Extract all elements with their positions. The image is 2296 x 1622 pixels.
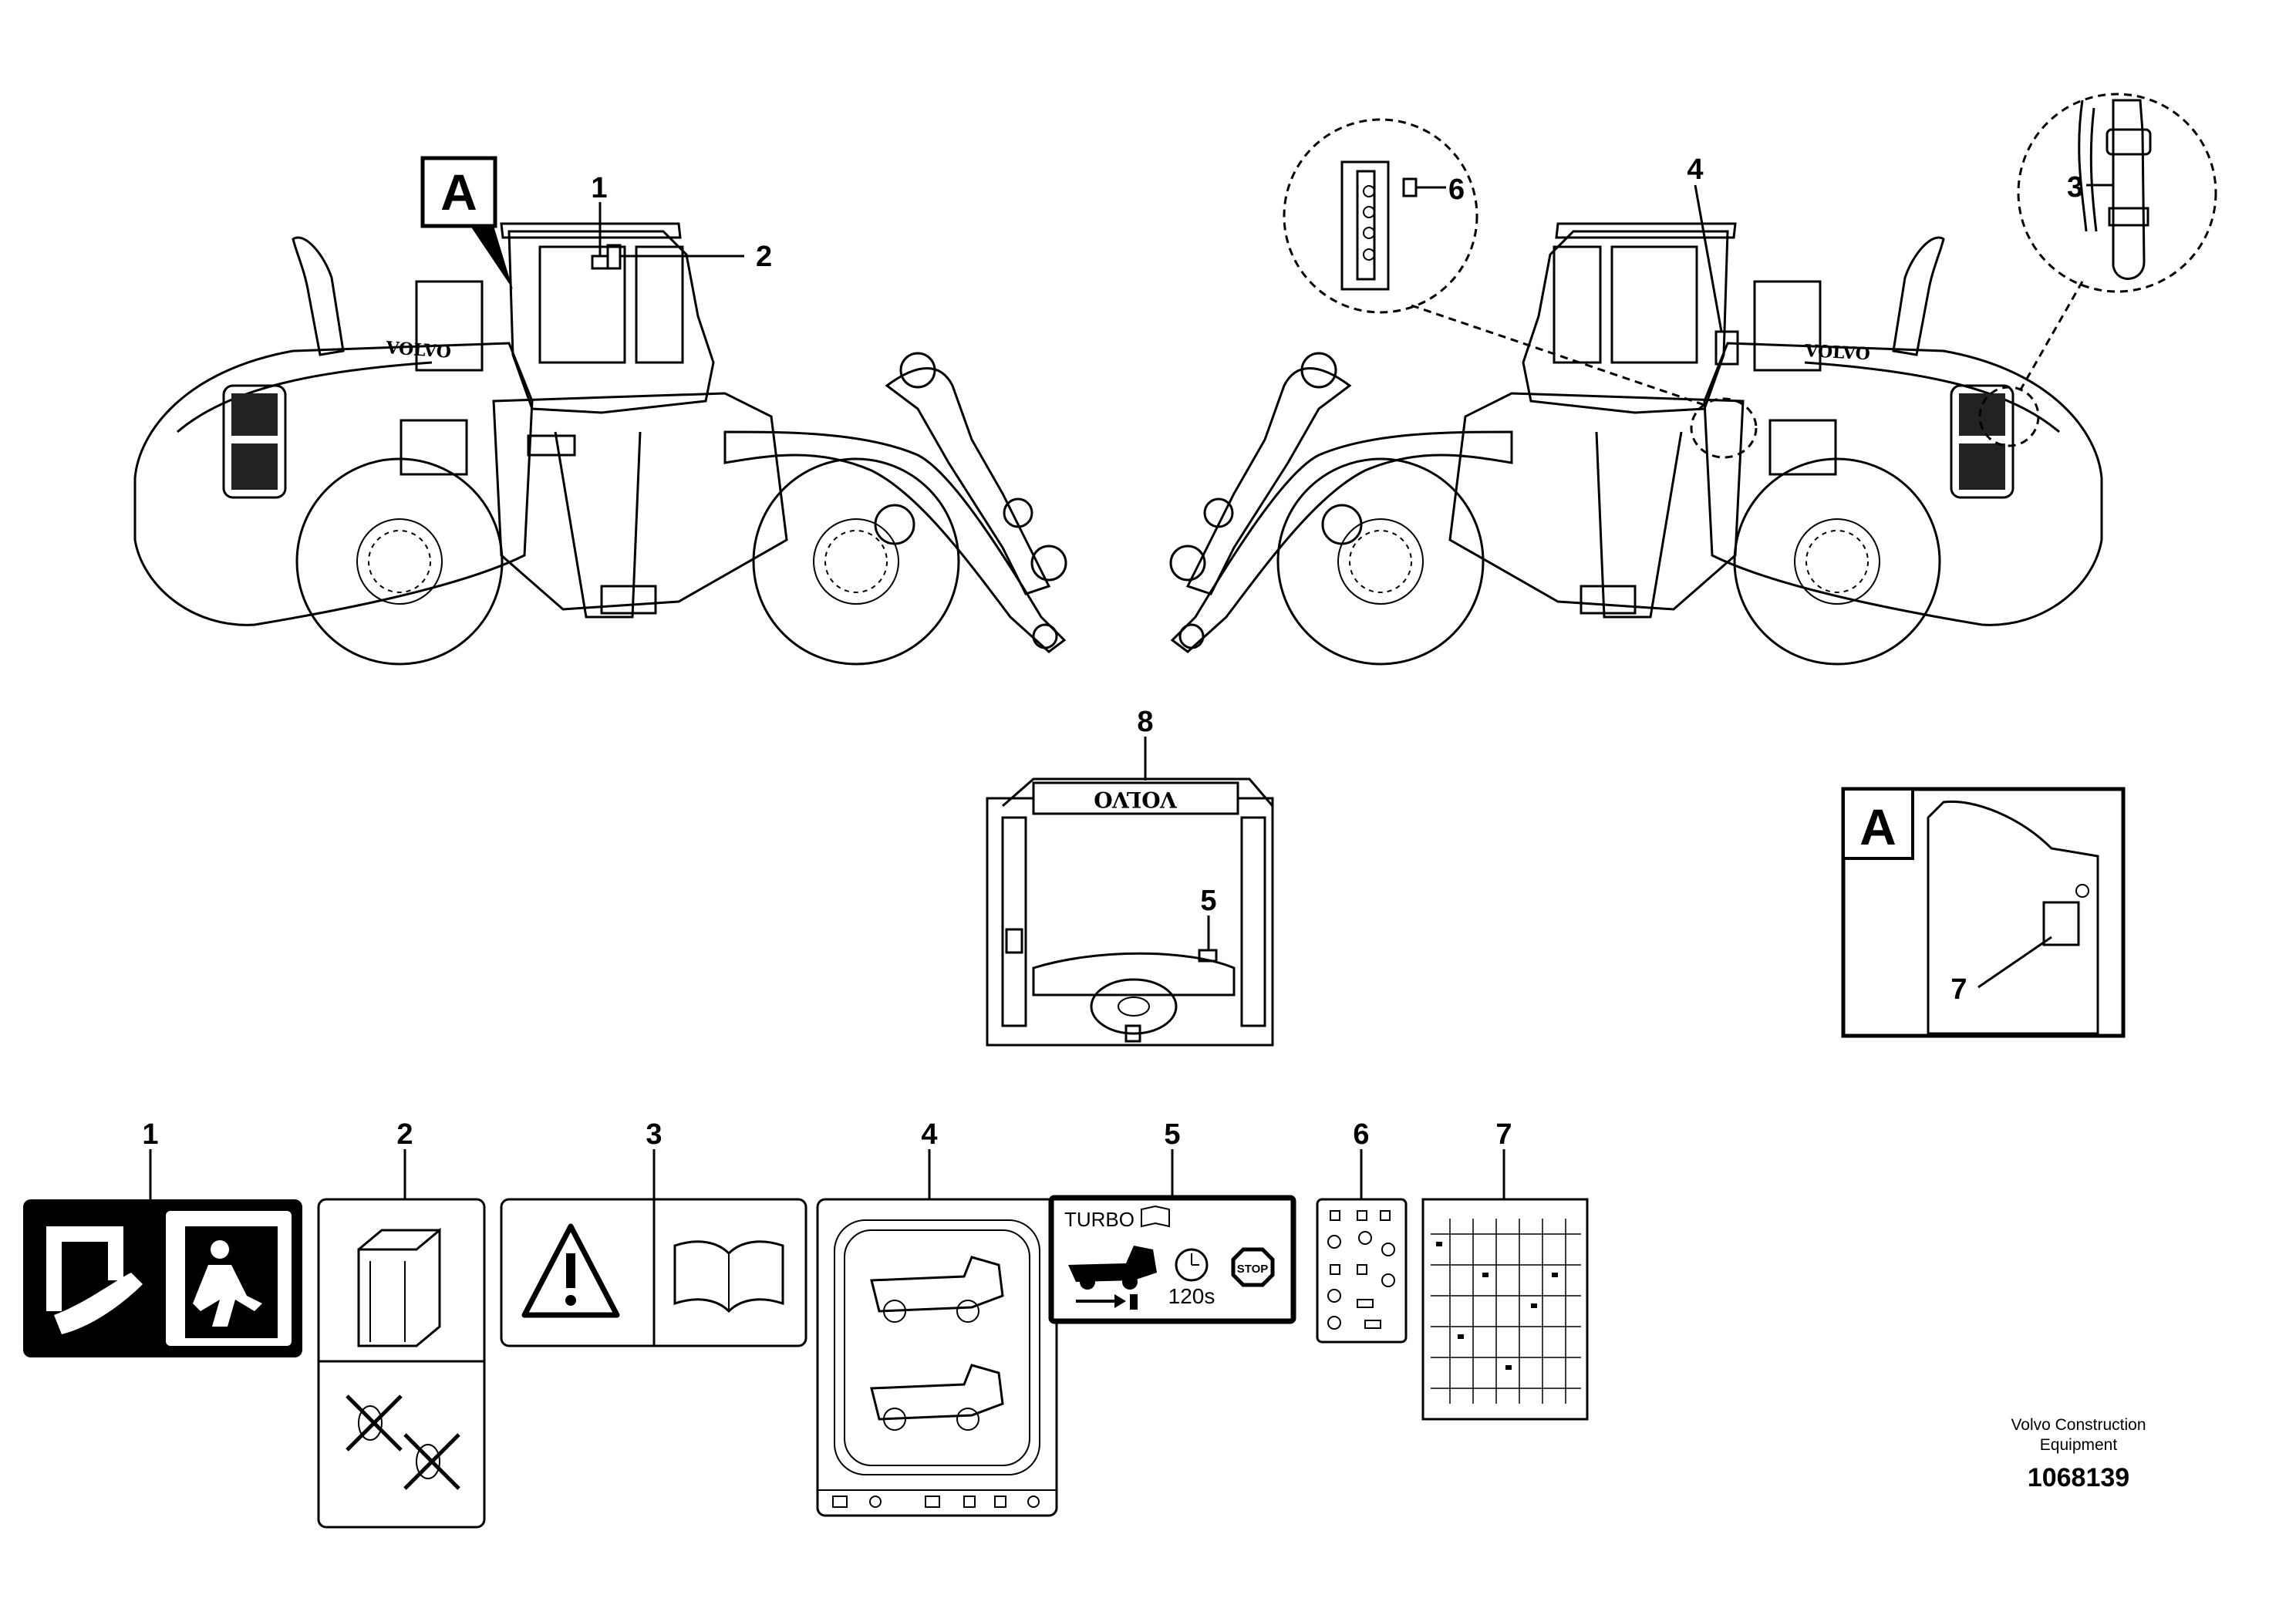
decal-4-number: 4 [921, 1118, 937, 1151]
detail-a-panel: A 7 [1841, 787, 2126, 1038]
callout-6-number: 6 [1448, 174, 1465, 206]
callout-1-left: 1 [591, 172, 608, 256]
callout-1-number: 1 [591, 172, 607, 204]
machine-brand-logo-left: VOLVO [385, 338, 452, 363]
decal-1-number: 1 [142, 1118, 158, 1151]
decal-4: 4 [816, 1118, 1058, 1517]
decal-2: 2 [317, 1118, 486, 1529]
wheel-loader-left-view: VOLVO [133, 222, 1067, 666]
detail-circle-3: 3 [2017, 93, 2217, 390]
callout-5-number: 5 [1200, 885, 1216, 917]
decal-6: 6 [1316, 1118, 1408, 1344]
callout-7-number: 7 [1950, 973, 1967, 1006]
callout-2-number: 2 [756, 241, 772, 273]
brand-line-1: Volvo Construction [2011, 1416, 2146, 1434]
decal-1: 1 [23, 1118, 302, 1357]
detail-a-panel-label: A [1859, 798, 1896, 855]
decal-3-number: 3 [646, 1118, 662, 1151]
decal-6-number: 6 [1353, 1118, 1369, 1151]
decal-7: 7 [1421, 1118, 1589, 1421]
callout-3-number: 3 [2067, 171, 2083, 204]
clock-icon [1175, 1248, 1209, 1282]
wait-time-label: 120s [1168, 1284, 1215, 1308]
brand-line-2: Equipment [2039, 1436, 2118, 1454]
turbo-label: TURBO [1064, 1208, 1135, 1231]
wheel-loader-right-view: VOLVO [1169, 222, 2103, 666]
callout-2-left: 2 [621, 241, 772, 273]
document-number: 1068139 [2027, 1463, 2130, 1492]
machine-brand-logo-right: VOLVO [1804, 341, 1871, 364]
decal-5-number: 5 [1164, 1118, 1180, 1151]
cab-interior-view: 8 VOLVO 5 [986, 706, 1274, 1047]
decal-2-number: 2 [396, 1118, 413, 1151]
stop-label: STOP [1237, 1263, 1269, 1276]
detail-a-marker-label: A [440, 164, 477, 221]
callout-4-right: 4 [1687, 153, 1723, 332]
decal-7-number: 7 [1495, 1118, 1512, 1151]
decal-3: 3 [500, 1118, 807, 1347]
footer: Volvo Construction Equipment 1068139 [1974, 1415, 2183, 1493]
detail-circle-6: 6 [1283, 118, 1705, 406]
stop-sign-icon [1231, 1247, 1275, 1287]
detail-a-marker: A [420, 156, 513, 289]
decal-5: 5 TURBO 120s STOP [1048, 1118, 1296, 1324]
callout-4-number: 4 [1687, 153, 1703, 186]
cab-brand-logo-mirrored: VOLVO [1094, 787, 1178, 812]
manual-book-icon [1141, 1205, 1170, 1228]
callout-8-number: 8 [1137, 706, 1153, 738]
